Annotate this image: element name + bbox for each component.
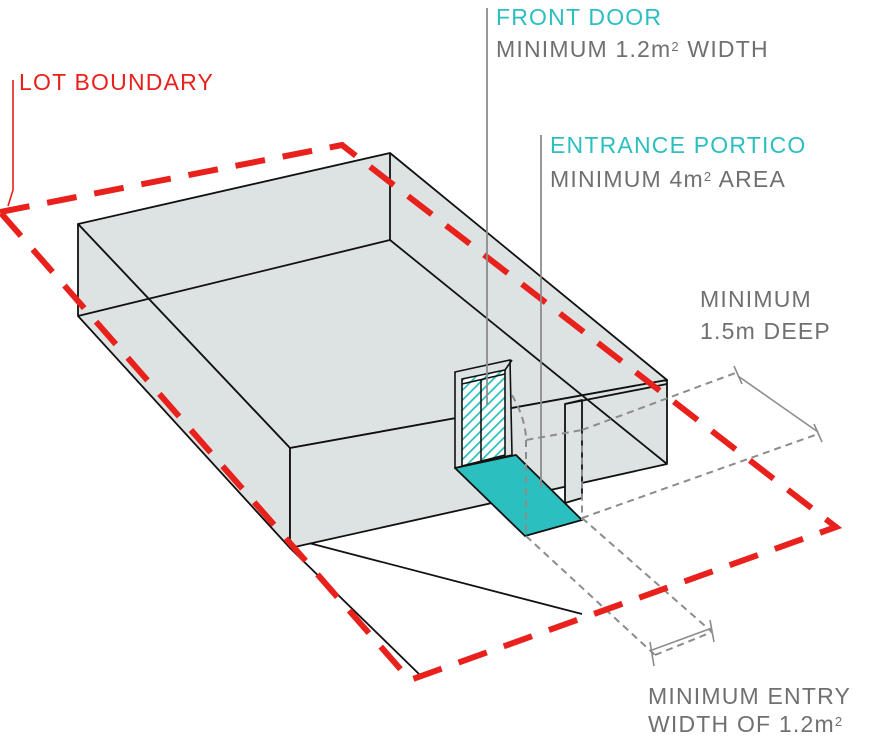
dimension-entry-width — [649, 619, 715, 667]
depth-label-line2: 1.5m DEEP — [700, 318, 831, 344]
entry-width-label-line1: MINIMUM ENTRY — [648, 683, 852, 709]
front-door-title: FRONT DOOR — [496, 4, 663, 30]
entry-width-label-sup: 2 — [834, 714, 844, 729]
portico-requirement: MINIMUM 4m2 AREA — [550, 165, 786, 193]
lot-boundary-leader — [7, 80, 14, 207]
front-door-requirement-sup: 2 — [671, 39, 680, 54]
front-door-requirement-suffix: WIDTH — [679, 36, 769, 62]
portico-requirement-suffix: AREA — [712, 166, 787, 192]
front-door — [454, 359, 513, 470]
portico-requirement-sup: 2 — [703, 169, 713, 184]
lot-boundary-line — [0, 141, 843, 684]
portico-title: ENTRANCE PORTICO — [550, 132, 807, 158]
entry-width-label-line2: WIDTH OF 1.2m2 — [648, 710, 843, 738]
ground-lines — [289, 541, 583, 676]
dimension-depth — [733, 365, 823, 443]
front-door-requirement: MINIMUM 1.2m2 WIDTH — [496, 35, 769, 63]
lot-boundary-label: LOT BOUNDARY — [19, 69, 215, 95]
portico-requirement-text: MINIMUM 4m — [550, 166, 704, 192]
leader-lines — [7, 8, 542, 488]
portico-dashed-outline — [511, 371, 819, 656]
front-door-requirement-text: MINIMUM 1.2m — [496, 36, 672, 62]
entry-width-label-text: WIDTH OF 1.2m — [648, 711, 835, 737]
door-hatch — [461, 369, 506, 468]
depth-label-line1: MINIMUM — [700, 286, 812, 312]
